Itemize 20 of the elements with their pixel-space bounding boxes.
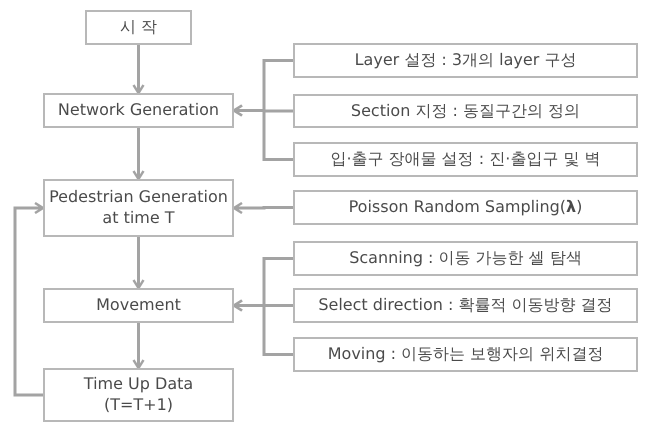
arrow [232,104,293,161]
detail-box: Layer 설정 : 3개의 layer 구성 [293,43,638,78]
arrow [132,128,145,180]
detail-box: 입·출구 장애물 설정 : 진·출입구 및 벽 [293,142,638,177]
detail-box: Poisson Random Sampling(λ) [293,190,638,225]
process-box: Time Up Data (T=T+1) [43,368,234,422]
detail-box: Section 지정 : 동질구간의 정의 [293,94,638,128]
process-box: Pedestrian Generation at time T [43,179,234,237]
arrow [232,202,293,214]
detail-box: Moving : 이동하는 보행자의 위치결정 [293,337,638,372]
start-box: 시 작 [85,10,192,45]
arrow [132,323,145,370]
process-box: Network Generation [43,93,234,128]
arrow [132,237,145,290]
process-box: Movement [43,288,234,323]
arrow [232,299,293,356]
arrow [14,202,44,396]
arrow [132,45,145,94]
detail-box: Scanning : 이동 가능한 셀 탐색 [293,241,638,276]
detail-box: Select direction : 확률적 이동방향 결정 [293,288,638,323]
